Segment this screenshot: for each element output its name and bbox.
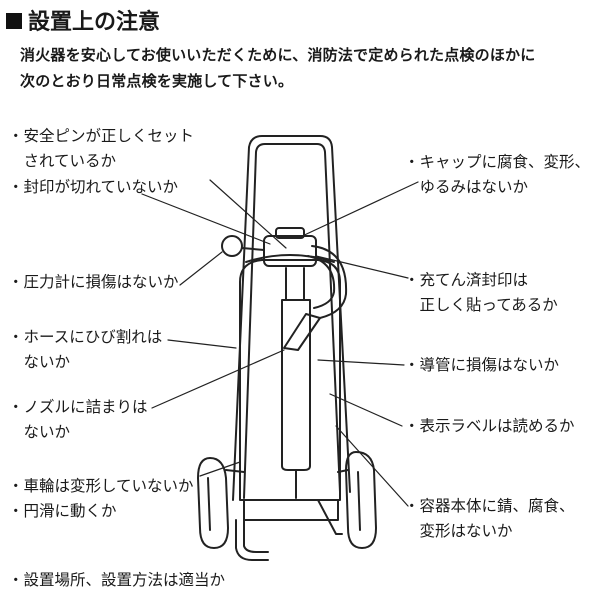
- pressure-gauge: [221, 235, 243, 257]
- check-cap: ・キャップに腐食、変形、 ゆるみはないか: [404, 153, 591, 196]
- hose: [311, 245, 348, 319]
- check-filled-seal: ・充てん済封印は 正しく貼ってあるか: [404, 271, 558, 314]
- check-conduit: ・導管に損傷はないか: [404, 356, 560, 374]
- section-title-text: 設置上の注意: [28, 10, 161, 35]
- intro-line-2: 次のとおり日常点検を実施して下さい。: [20, 72, 294, 90]
- check-seal: ・封印が切れていないか: [8, 178, 179, 196]
- valve-head: [263, 235, 317, 267]
- tank-rim: [245, 254, 335, 263]
- wheel-left: [197, 457, 229, 549]
- check-wheel: ・車輪は変形していないか ・円滑に動くか: [8, 477, 194, 520]
- check-safety-pin: ・安全ピンが正しくセット されているか: [8, 127, 195, 170]
- intro-line-1: 消火器を安心してお使いいただくために、消防法で定められた点検のほかに: [20, 46, 536, 64]
- stand-foot: [235, 519, 269, 561]
- section-title: 設置上の注意: [6, 4, 160, 36]
- square-bullet-icon: [6, 13, 22, 29]
- check-container-body: ・容器本体に錆、腐食、 変形はないか: [404, 497, 575, 540]
- check-nozzle: ・ノズルに詰まりは ないか: [8, 398, 148, 441]
- trolley-frame: [232, 135, 351, 501]
- wheel-right: [345, 451, 377, 549]
- valve-cap: [275, 227, 305, 239]
- tank-base: [243, 499, 339, 521]
- check-label: ・表示ラベルは読めるか: [404, 417, 575, 435]
- gas-cartridge: [281, 299, 311, 471]
- tank-body: [239, 259, 341, 501]
- nozzle: [283, 313, 321, 351]
- check-hose: ・ホースにひび割れは ないか: [8, 328, 163, 371]
- check-pressure-gauge: ・圧力計に損傷はないか: [8, 273, 179, 291]
- trolley-frame-inner: [243, 143, 341, 499]
- check-location: ・設置場所、設置方法は適当か: [8, 571, 226, 589]
